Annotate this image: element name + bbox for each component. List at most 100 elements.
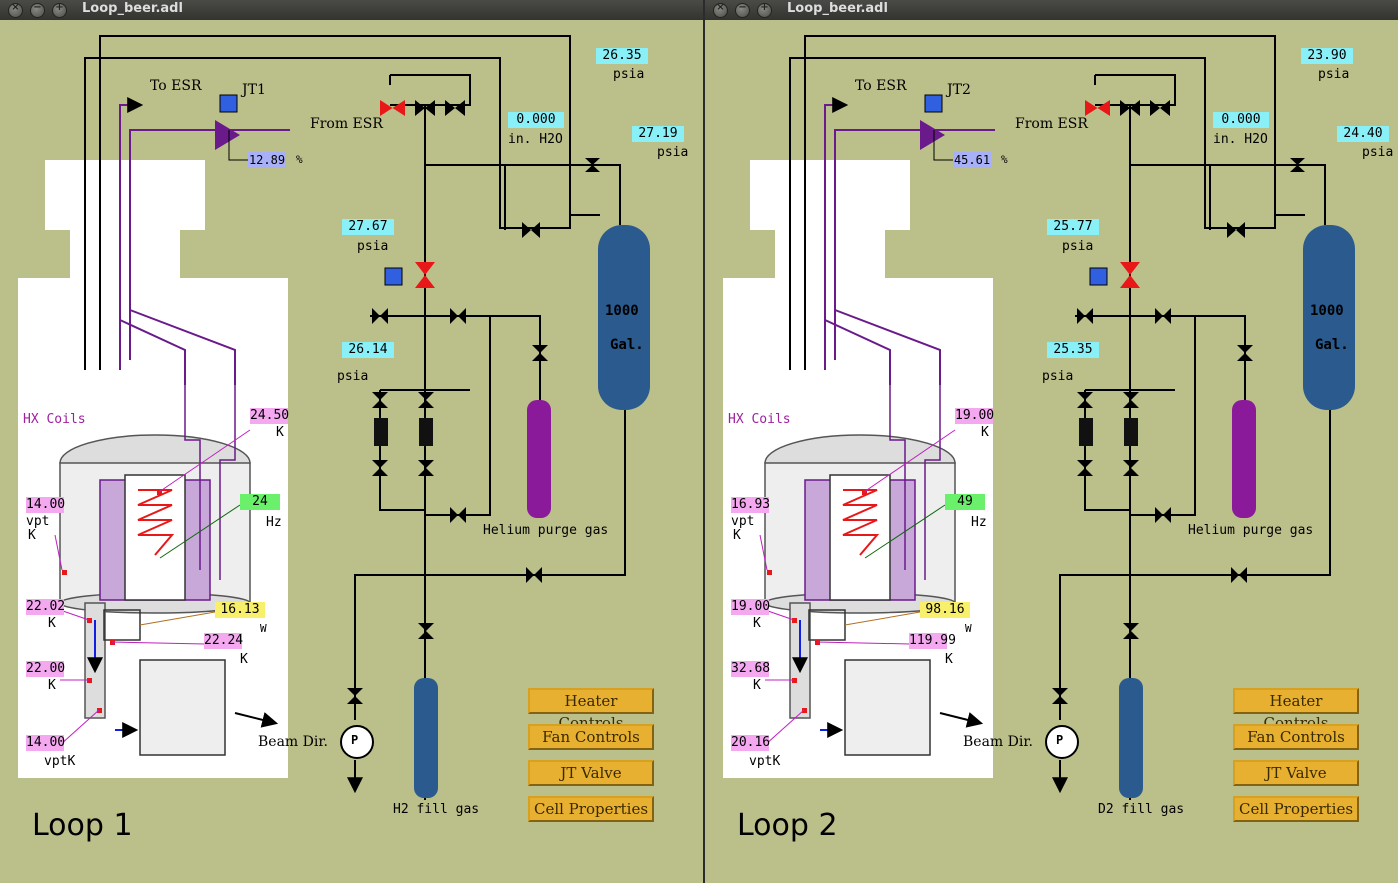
fill-gas-label: D2 fill gas — [1098, 802, 1185, 817]
fill-gas-label: H2 fill gas — [393, 802, 480, 817]
fan-hz-readout: 49 — [945, 494, 985, 510]
heater-controls-button[interactable]: Heater Controls — [528, 688, 654, 732]
temp-topright-unit: K — [981, 425, 989, 440]
synoptic-window-2: × − + Loop_beer.adl — [705, 0, 1398, 883]
from-esr-label: From ESR — [1015, 116, 1088, 132]
vpt-label: vpt — [731, 514, 755, 529]
pressure-mid-unit: psia — [1062, 239, 1094, 254]
heater-power-unit: W — [965, 622, 972, 635]
pressure-low-readout: 25.35 — [1047, 342, 1099, 358]
temp-b-readout: 119.99 — [909, 633, 956, 649]
cell-properties-button[interactable]: Cell Properties — [1233, 796, 1359, 822]
pump-label: P — [351, 733, 359, 747]
minimize-window-button[interactable]: − — [735, 2, 750, 18]
h2o-readout: 0.000 — [508, 112, 564, 128]
hx-piping — [889, 385, 941, 580]
fan-hz-unit: Hz — [971, 515, 987, 530]
target-cell-icon — [59, 434, 251, 756]
beam-direction-label: Beam Dir. — [963, 734, 1033, 750]
vpt-label: vpt — [26, 514, 50, 529]
jt-valve-button[interactable]: JT Valve — [1233, 760, 1359, 786]
jt-percent-readout: 12.89 — [248, 152, 286, 168]
maximize-window-button[interactable]: + — [52, 2, 67, 18]
close-window-button[interactable]: × — [713, 2, 728, 18]
temp-a-readout: 22.02 — [26, 599, 66, 615]
pressure-low-unit: psia — [337, 369, 369, 384]
pump-label: P — [1056, 733, 1064, 747]
jt-label: JT2 — [947, 82, 971, 98]
vpt-unit: K — [733, 528, 741, 543]
loop-label: Loop 2 — [737, 808, 838, 843]
tank-unit-label: Gal. — [1315, 337, 1349, 353]
temp-topright-readout: 24.50 — [250, 408, 290, 424]
maximize-window-button[interactable]: + — [757, 2, 772, 18]
heater-power-unit: W — [260, 622, 267, 635]
minimize-window-button[interactable]: − — [30, 2, 45, 18]
h2o-unit: in. H2O — [508, 132, 563, 147]
heater-power-readout: 16.13 — [215, 602, 265, 618]
storage-tank — [598, 225, 650, 410]
purge-gas-label: Helium purge gas — [1188, 523, 1314, 538]
temp-c-unit: K — [753, 678, 761, 693]
to-esr-label: To ESR — [855, 78, 907, 94]
jt-valve-button[interactable]: JT Valve — [528, 760, 654, 786]
purge-gas-label: Helium purge gas — [483, 523, 609, 538]
h2o-unit: in. H2O — [1213, 132, 1268, 147]
fan-controls-button[interactable]: Fan Controls — [1233, 724, 1359, 750]
temp-vptk-readout: 14.00 — [26, 735, 66, 751]
h2o-readout: 0.000 — [1213, 112, 1269, 128]
from-esr-label: From ESR — [310, 116, 383, 132]
window-titlebar[interactable]: × − + Loop_beer.adl — [0, 0, 703, 20]
vpt-unit: K — [28, 528, 36, 543]
window-titlebar[interactable]: × − + Loop_beer.adl — [705, 0, 1398, 20]
cell-properties-button[interactable]: Cell Properties — [528, 796, 654, 822]
vptk-label: vptK — [44, 754, 76, 769]
synoptic-canvas: 26.35 psia 0.000 in. H2O 27.19 psia 27.6… — [0, 20, 703, 883]
pressure-right-readout: 24.40 — [1337, 126, 1389, 142]
pressure-right-unit: psia — [1362, 145, 1394, 160]
jt-label: JT1 — [242, 82, 266, 98]
close-window-button[interactable]: × — [8, 2, 23, 18]
pressure-low-unit: psia — [1042, 369, 1074, 384]
to-esr-label: To ESR — [150, 78, 202, 94]
pressure-top-unit: psia — [613, 67, 645, 82]
window-title: Loop_beer.adl — [787, 1, 888, 16]
heater-controls-button[interactable]: Heater Controls — [1233, 688, 1359, 732]
synoptic-canvas: 23.90 psia 0.000 in. H2O 24.40 psia 25.7… — [705, 20, 1398, 883]
fan-controls-button[interactable]: Fan Controls — [528, 724, 654, 750]
tank-capacity-label: 1000 — [605, 303, 639, 319]
jt-percent-readout: 45.61 — [953, 152, 991, 168]
pressure-top-readout: 23.90 — [1301, 48, 1353, 64]
temp-c-readout: 22.00 — [26, 661, 66, 677]
pressure-right-unit: psia — [657, 145, 689, 160]
temp-b-unit: K — [945, 652, 953, 667]
temp-vpt-readout: 16.93 — [731, 497, 771, 513]
storage-tank — [1303, 225, 1355, 410]
temp-a-unit: K — [48, 616, 56, 631]
jt-percent-unit: % — [1001, 153, 1008, 166]
fill-gas-cylinder — [1119, 678, 1143, 798]
pressure-top-readout: 26.35 — [596, 48, 648, 64]
pressure-right-readout: 27.19 — [632, 126, 684, 142]
temp-topright-readout: 19.00 — [955, 408, 995, 424]
valves — [215, 100, 600, 704]
pressure-mid-readout: 27.67 — [342, 219, 394, 235]
hx-coils-label: HX Coils — [23, 412, 86, 427]
fan-hz-unit: Hz — [266, 515, 282, 530]
beam-direction-label: Beam Dir. — [258, 734, 328, 750]
fan-hz-readout: 24 — [240, 494, 280, 510]
synoptic-window-1: × − + Loop_beer.adl — [0, 0, 703, 883]
vptk-label: vptK — [749, 754, 781, 769]
piping-diagram — [18, 35, 650, 800]
pressure-mid-unit: psia — [357, 239, 389, 254]
window-title: Loop_beer.adl — [82, 1, 183, 16]
pump-icon — [1045, 725, 1079, 759]
temp-a-unit: K — [753, 616, 761, 631]
helium-purge-cylinder — [527, 400, 551, 518]
hx-piping — [184, 385, 236, 580]
loop-label: Loop 1 — [32, 808, 133, 843]
temp-c-readout: 32.68 — [731, 661, 771, 677]
hx-coils-label: HX Coils — [728, 412, 791, 427]
jt-percent-unit: % — [296, 153, 303, 166]
helium-purge-cylinder — [1232, 400, 1256, 518]
